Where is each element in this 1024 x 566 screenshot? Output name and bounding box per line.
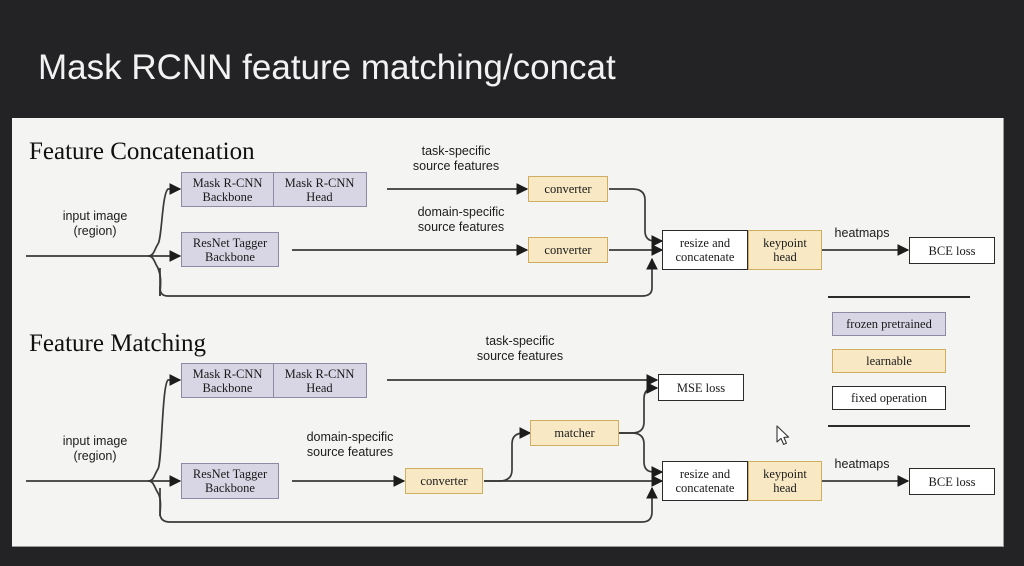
- matching-heatmaps-label: heatmaps: [834, 457, 890, 471]
- matching-bce-loss-node[interactable]: BCE loss: [909, 468, 995, 495]
- concat-resize-concatenate-node[interactable]: resize and concatenate: [662, 230, 748, 270]
- concat-converter-task-node[interactable]: converter: [528, 176, 608, 202]
- concat-input-image-label: input image (region): [62, 209, 128, 239]
- concat-bce-loss-node[interactable]: BCE loss: [909, 237, 995, 264]
- page-title: Mask RCNN feature matching/concat: [38, 48, 616, 87]
- matching-keypoint-head-node[interactable]: keypoint head: [748, 461, 822, 501]
- concat-mask-rcnn-head-node[interactable]: Mask R-CNN Head: [273, 172, 367, 207]
- matching-converter-node[interactable]: converter: [405, 468, 483, 494]
- concat-keypoint-head-node[interactable]: keypoint head: [748, 230, 822, 270]
- figure-panel: Feature Concatenation input image (regio…: [12, 118, 1004, 547]
- legend-item-learnable: learnable: [832, 349, 946, 373]
- concat-mask-rcnn-divider: [273, 172, 274, 207]
- matching-mask-rcnn-backbone-node[interactable]: Mask R-CNN Backbone: [181, 363, 273, 398]
- mouse-pointer-icon: [776, 425, 790, 445]
- concat-resnet-tagger-backbone-node[interactable]: ResNet Tagger Backbone: [181, 232, 279, 267]
- matching-mask-rcnn-head-node[interactable]: Mask R-CNN Head: [273, 363, 367, 398]
- matching-task-specific-label: task-specific source features: [476, 334, 564, 364]
- concat-heatmaps-label: heatmaps: [834, 226, 890, 240]
- matching-domain-specific-label: domain-specific source features: [306, 430, 394, 460]
- concat-converter-domain-node[interactable]: converter: [528, 237, 608, 263]
- matching-mask-rcnn-divider: [273, 363, 274, 398]
- concat-domain-specific-label: domain-specific source features: [417, 205, 505, 235]
- legend-item-frozen-pretrained: frozen pretrained: [832, 312, 946, 336]
- concat-mask-rcnn-backbone-node[interactable]: Mask R-CNN Backbone: [181, 172, 273, 207]
- matching-resize-concatenate-node[interactable]: resize and concatenate: [662, 461, 748, 501]
- section-heading-feature-matching: Feature Matching: [29, 330, 207, 357]
- matching-matcher-node[interactable]: matcher: [530, 420, 619, 446]
- legend-top-rule: [828, 296, 970, 298]
- section-heading-feature-concatenation: Feature Concatenation: [29, 138, 255, 165]
- matching-input-image-label: input image (region): [62, 434, 128, 464]
- concat-task-specific-label: task-specific source features: [412, 144, 500, 174]
- matching-mse-loss-node[interactable]: MSE loss: [658, 374, 744, 401]
- legend-bottom-rule: [828, 425, 970, 427]
- matching-resnet-tagger-backbone-node[interactable]: ResNet Tagger Backbone: [181, 463, 279, 499]
- legend-item-fixed-operation: fixed operation: [832, 386, 946, 410]
